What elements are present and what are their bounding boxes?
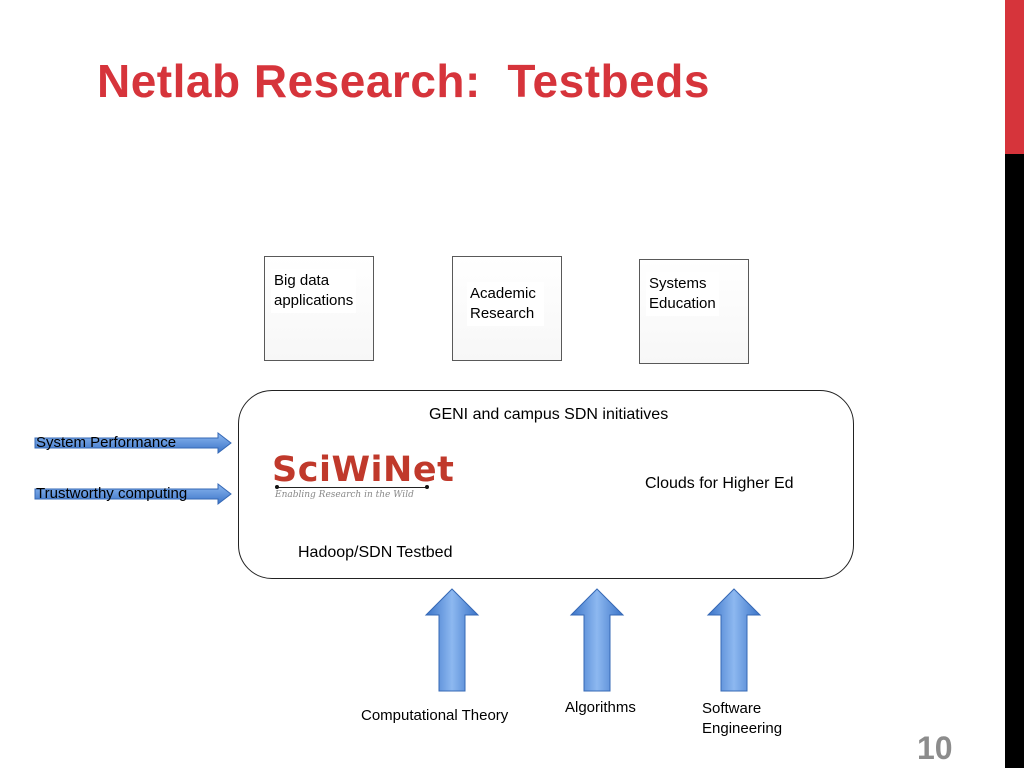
arrow-up-computational-theory	[424, 588, 480, 692]
hadoop-label: Hadoop/SDN Testbed	[298, 544, 453, 561]
box-systems-education-label: Systems Education	[646, 272, 719, 316]
box-academic-research: Academic Research	[452, 256, 562, 361]
label-computational-theory: Computational Theory	[361, 707, 509, 724]
box-academic-research-label: Academic Research	[467, 282, 544, 326]
side-accent-black	[1005, 154, 1024, 768]
arrow-up-software-engineering	[706, 588, 762, 692]
label-system-performance: System Performance	[36, 434, 177, 451]
side-accent-red	[1005, 0, 1024, 154]
page-number: 10	[917, 730, 953, 766]
sciwinet-logo-dot-right	[425, 485, 429, 489]
testbed-platform	[238, 390, 854, 579]
label-algorithms: Algorithms	[565, 699, 636, 716]
sciwinet-logo: SciWiNet	[272, 450, 455, 490]
arrow-right-trustworthy-computing	[34, 482, 232, 506]
platform-header: GENI and campus SDN initiatives	[429, 406, 669, 423]
box-big-data: Big data applications	[264, 256, 374, 361]
clouds-label: Clouds for Higher Ed	[645, 475, 794, 492]
sciwinet-logo-tagline: Enabling Research in the Wild	[275, 490, 414, 500]
label-software-engineering: Software Engineering	[702, 700, 783, 737]
arrow-right-system-performance	[34, 431, 232, 455]
sciwinet-logo-rule	[277, 487, 427, 488]
arrow-up-algorithms	[569, 588, 625, 692]
box-big-data-label: Big data applications	[271, 269, 357, 313]
sciwinet-logo-dot-left	[275, 485, 279, 489]
box-systems-education: Systems Education	[639, 259, 749, 364]
slide-title: Netlab Research: Testbeds	[97, 55, 710, 107]
label-trustworthy-computing: Trustworthy computing	[36, 485, 188, 502]
